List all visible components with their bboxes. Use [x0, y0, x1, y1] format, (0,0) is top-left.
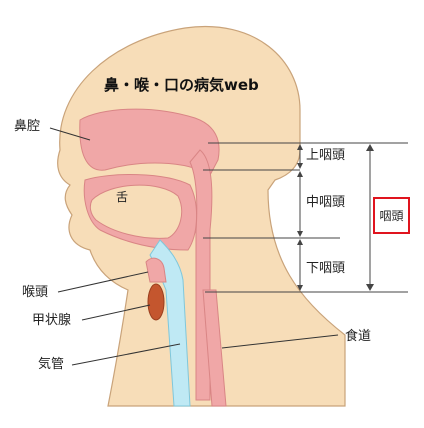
arrowhead-middle-top [297, 171, 303, 177]
label-middle-pharynx: 中咽頭 [306, 195, 346, 210]
arrowhead-lower-top [297, 239, 303, 245]
label-thyroid: 甲状腺 [32, 313, 72, 328]
esophagus-tube [202, 289, 227, 407]
leader-nasal [49, 127, 91, 141]
label-tongue: 舌 [116, 190, 129, 204]
leader-thyroid [81, 304, 151, 321]
label-lower-pharynx: 下咽頭 [306, 261, 346, 276]
label-trachea: 気管 [38, 357, 65, 372]
larynx-shape [145, 257, 167, 283]
leader-esophagus [221, 334, 339, 349]
thyroid-shape [147, 283, 165, 321]
label-esophagus: 食道 [345, 329, 372, 344]
arrowhead-upper-bottom [297, 163, 303, 169]
arrowhead-upper-top [297, 144, 303, 150]
arrowhead-lower-bottom [297, 285, 303, 291]
leader-larynx [57, 271, 149, 293]
arrowhead-pharynx-top [366, 144, 374, 151]
label-nasal-cavity: 鼻腔 [14, 119, 41, 134]
arrowhead-pharynx-bottom [366, 284, 374, 291]
arrowhead-middle-bottom [297, 231, 303, 237]
leader-trachea [71, 343, 181, 366]
site-title: 鼻・喉・口の病気web [104, 76, 259, 94]
label-larynx: 喉頭 [22, 285, 49, 300]
tongue-shape [89, 184, 183, 239]
label-pharynx: 咽頭 [373, 197, 410, 234]
label-upper-pharynx: 上咽頭 [306, 148, 346, 163]
